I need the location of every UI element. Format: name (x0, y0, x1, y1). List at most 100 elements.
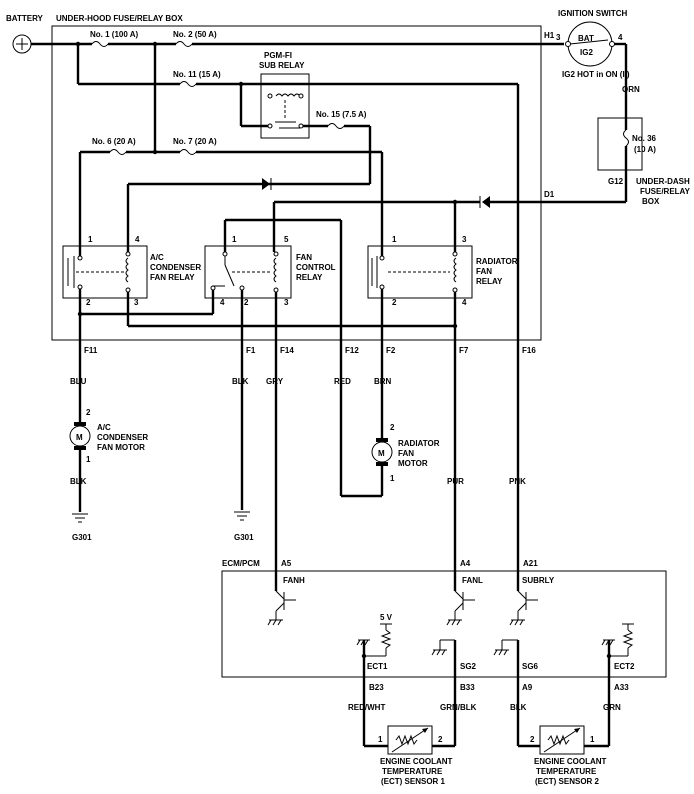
ac-motor-pin-2: 2 (86, 408, 91, 417)
rad-relay-pin-2: 2 (392, 298, 397, 307)
ac-motor-label-3: FAN MOTOR (97, 443, 145, 452)
fc-relay-pin-3: 3 (284, 298, 289, 307)
battery-symbol (12, 34, 32, 54)
underdash-box-outline (597, 117, 643, 171)
orn-wire-label: ORN (622, 85, 640, 94)
wire-blk-2: BLK (70, 477, 87, 486)
fan-control-relay (204, 245, 292, 299)
fc-relay-label-3: RELAY (296, 273, 323, 282)
fuse-6 (109, 149, 127, 155)
radiator-fan-relay (367, 245, 473, 299)
g301-label-b: G301 (234, 533, 254, 542)
underdash-label-2: FUSE/RELAY (640, 187, 691, 196)
diode-1 (262, 178, 272, 190)
ect-sensor-1 (387, 725, 433, 755)
ac-motor-pin-1: 1 (86, 455, 91, 464)
diode-2 (479, 196, 490, 208)
sensor-2-label-2: TEMPERATURE (536, 767, 597, 776)
pin-a9: A9 (522, 683, 533, 692)
subrly-label: SUBRLY (522, 576, 555, 585)
ac-motor-label-2: CONDENSER (97, 433, 148, 442)
fuse-36-label-b: (10 A) (634, 145, 656, 154)
conn-f14: F14 (280, 346, 294, 355)
ac-relay-pin-2: 2 (86, 298, 91, 307)
conn-f2: F2 (386, 346, 396, 355)
sg6-label: SG6 (522, 662, 539, 671)
pin-b33: B33 (460, 683, 475, 692)
underdash-label-1: UNDER-DASH (636, 177, 690, 186)
conn-f7: F7 (459, 346, 469, 355)
ignition-switch-label: IGNITION SWITCH (558, 9, 628, 18)
svg-text:M: M (76, 433, 83, 442)
bat-label: BAT (578, 34, 594, 43)
fc-relay-pin-5: 5 (284, 235, 289, 244)
fc-relay-pin-2: 2 (244, 298, 249, 307)
underhood-box-label: UNDER-HOOD FUSE/RELAY BOX (56, 14, 183, 23)
ecm-box-outline (221, 570, 667, 678)
ac-relay-pin-4: 4 (135, 235, 140, 244)
fuse-7 (179, 149, 197, 155)
ac-relay-label-3: FAN RELAY (150, 273, 195, 282)
sensor-2-pin-1: 1 (590, 735, 595, 744)
ig2-note: IG2 HOT in ON (II) (562, 70, 630, 79)
ecm-label: ECM/PCM (222, 559, 260, 568)
wire-grn-blk: GRN/BLK (440, 703, 477, 712)
rad-relay-pin-3: 3 (462, 235, 467, 244)
battery-label: BATTERY (6, 14, 44, 23)
rad-motor-label-2: FAN (398, 449, 414, 458)
d1-label: D1 (544, 190, 555, 199)
ac-relay-pin-1: 1 (88, 235, 93, 244)
fuse-15 (327, 123, 345, 129)
ac-motor-label-1: A/C (97, 423, 111, 432)
rad-relay-pin-4: 4 (462, 298, 467, 307)
pin-a5: A5 (281, 559, 292, 568)
conn-f16: F16 (522, 346, 536, 355)
pgm-fi-sub-relay (260, 73, 310, 139)
sensor-1-label-2: TEMPERATURE (382, 767, 443, 776)
pin-a21: A21 (523, 559, 538, 568)
ect1-label: ECT1 (367, 662, 388, 671)
rad-motor-label-1: RADIATOR (398, 439, 440, 448)
fanh-label: FANH (283, 576, 305, 585)
transistor-fanl (446, 571, 475, 626)
conn-f12: F12 (345, 346, 359, 355)
radiator-fan-motor: M (371, 438, 393, 466)
pin-a4: A4 (460, 559, 471, 568)
fuse-36-label-a: No. 36 (632, 134, 657, 143)
fuse-11 (179, 81, 197, 87)
sensor-1-pin-2: 2 (438, 735, 443, 744)
underdash-label-3: BOX (642, 197, 660, 206)
fc-relay-pin-4: 4 (220, 298, 225, 307)
fuse-1-label: No. 1 (100 A) (90, 30, 138, 39)
sensor-2-label-3: (ECT) SENSOR 2 (535, 777, 600, 786)
ignition-switch (565, 21, 615, 67)
ac-relay-label-1: A/C (150, 253, 164, 262)
wire-pur: PUR (447, 477, 464, 486)
underhood-box-outline (51, 25, 542, 341)
wire-grn: GRN (603, 703, 621, 712)
rad-motor-pin-2: 2 (390, 423, 395, 432)
transistor-subrly (509, 571, 538, 626)
fc-relay-pin-1: 1 (232, 235, 237, 244)
pin-b23: B23 (369, 683, 384, 692)
wire-red-wht: RED/WHT (348, 703, 385, 712)
sensor-2-pin-2: 2 (530, 735, 535, 744)
pgm-label-2: SUB RELAY (259, 61, 305, 70)
wire-gry: GRY (266, 377, 284, 386)
ac-condenser-fan-motor: M (69, 422, 91, 450)
ig2-label: IG2 (580, 48, 593, 57)
wire-red: RED (334, 377, 351, 386)
transistor-fanh (267, 571, 296, 626)
fanl-label: FANL (462, 576, 483, 585)
rad-relay-pin-1: 1 (392, 235, 397, 244)
pin-a33: A33 (614, 683, 629, 692)
sg2-label: SG2 (460, 662, 477, 671)
sensor-1-pin-1: 1 (378, 735, 383, 744)
ground-g301-a (72, 513, 88, 523)
pgm-label-1: PGM-FI (264, 51, 292, 60)
rad-relay-label-2: FAN (476, 267, 492, 276)
rad-relay-label-3: RELAY (476, 277, 503, 286)
g12-label: G12 (608, 177, 624, 186)
